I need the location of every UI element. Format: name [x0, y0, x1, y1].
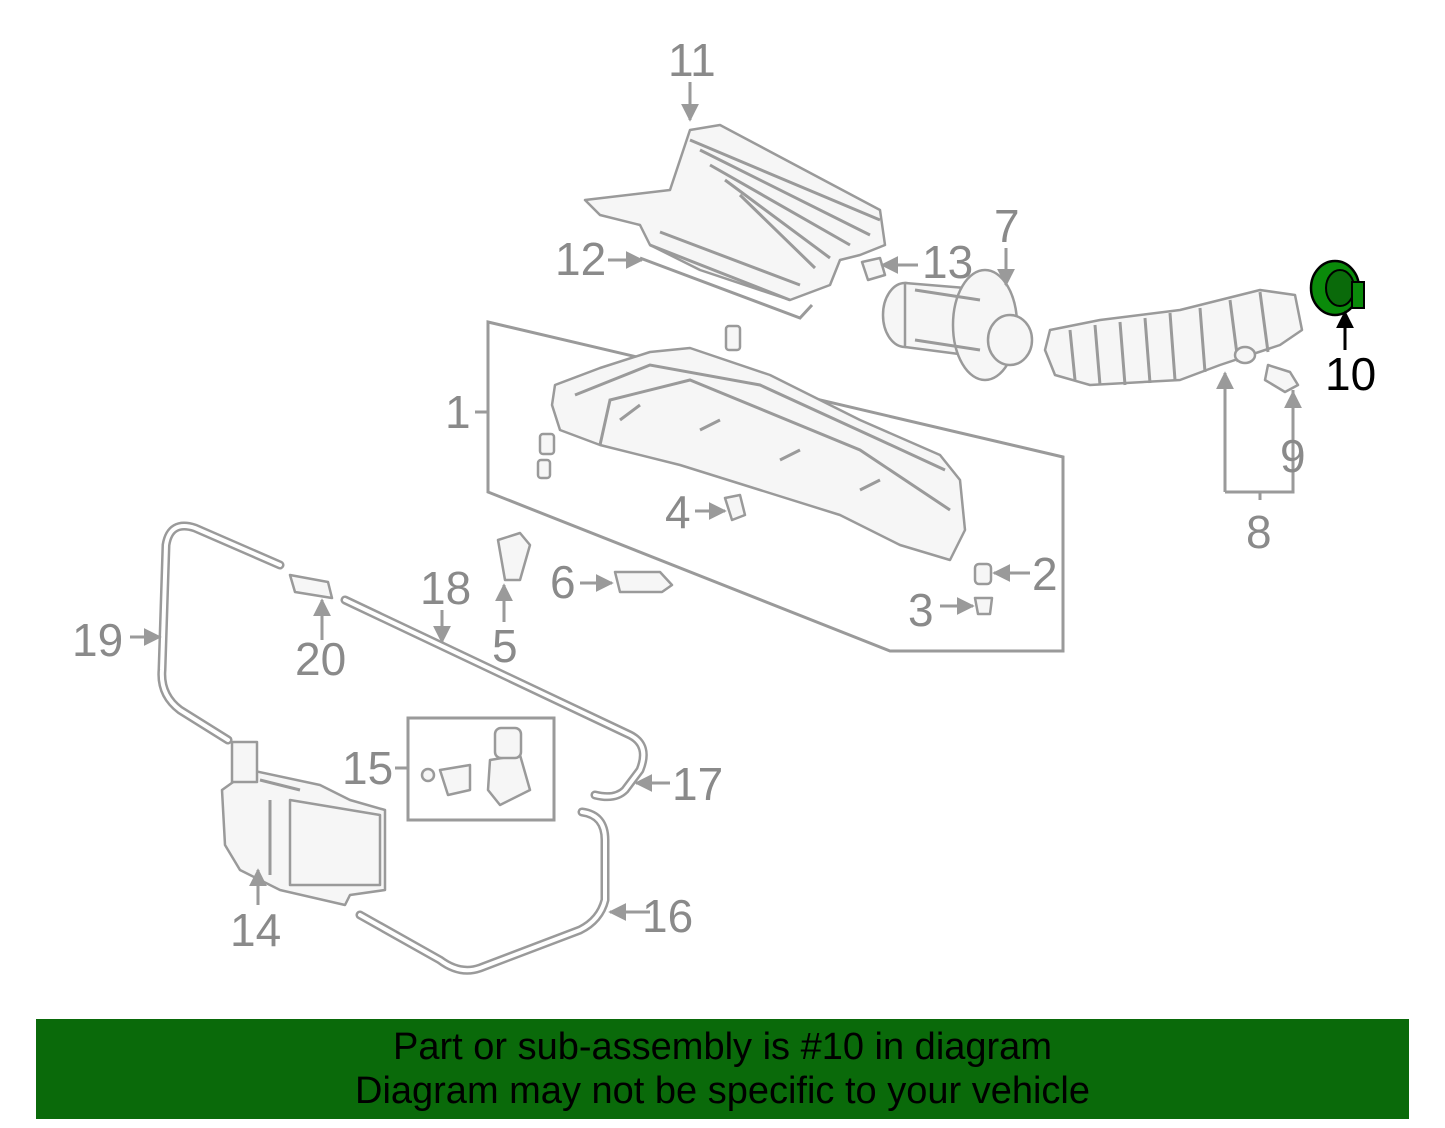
label-7: 7	[994, 200, 1020, 252]
highlighted-band	[1309, 259, 1365, 317]
parts-diagram: 11 12 13 7 1 2 3 4 5 6 8 9 10 18 19 20 1…	[72, 34, 1376, 975]
stay-bracket	[613, 570, 674, 594]
label-19: 19	[72, 614, 123, 666]
label-11: 11	[668, 34, 716, 86]
label-15: 15	[342, 742, 393, 794]
label-3: 3	[908, 584, 934, 636]
label-5: 5	[492, 620, 518, 672]
air-cleaner-housing	[536, 324, 967, 562]
cover-seal	[639, 256, 814, 320]
hose-19-inner	[159, 524, 282, 742]
label-10-highlighted: 10	[1325, 348, 1376, 400]
cover-clip	[860, 256, 887, 282]
bracket	[496, 531, 532, 582]
label-6: 6	[550, 556, 576, 608]
hose-18-inner	[343, 598, 646, 799]
hose-joint	[288, 573, 334, 600]
hose-16-inner	[358, 810, 607, 973]
label-13: 13	[922, 236, 973, 288]
label-4: 4	[665, 486, 691, 538]
hose-16	[355, 807, 610, 975]
info-banner: Part or sub-assembly is #10 in diagram D…	[36, 1019, 1409, 1119]
grommet	[973, 562, 993, 586]
label-12: 12	[555, 233, 606, 285]
housing-clip	[723, 493, 747, 522]
intake-sensor	[1263, 363, 1300, 394]
air-cleaner-cover	[583, 123, 887, 302]
label-17: 17	[672, 758, 723, 810]
label-1: 1	[445, 386, 471, 438]
solenoid-valve	[420, 726, 532, 807]
banner-part-line: Part or sub-assembly is #10 in diagram	[393, 1026, 1052, 1068]
air-filter-element	[881, 268, 1034, 382]
label-20: 20	[295, 633, 346, 685]
air-cleaner-housing-box	[486, 320, 1065, 653]
label-2: 2	[1032, 548, 1058, 600]
label-9: 9	[1280, 430, 1306, 482]
intake-tube	[1043, 288, 1304, 387]
label-16: 16	[642, 890, 693, 942]
banner-disclaimer-line: Diagram may not be specific to your vehi…	[355, 1070, 1090, 1112]
label-8: 8	[1246, 506, 1272, 558]
label-14: 14	[230, 904, 281, 956]
label-18: 18	[420, 562, 471, 614]
bolt	[973, 596, 994, 616]
